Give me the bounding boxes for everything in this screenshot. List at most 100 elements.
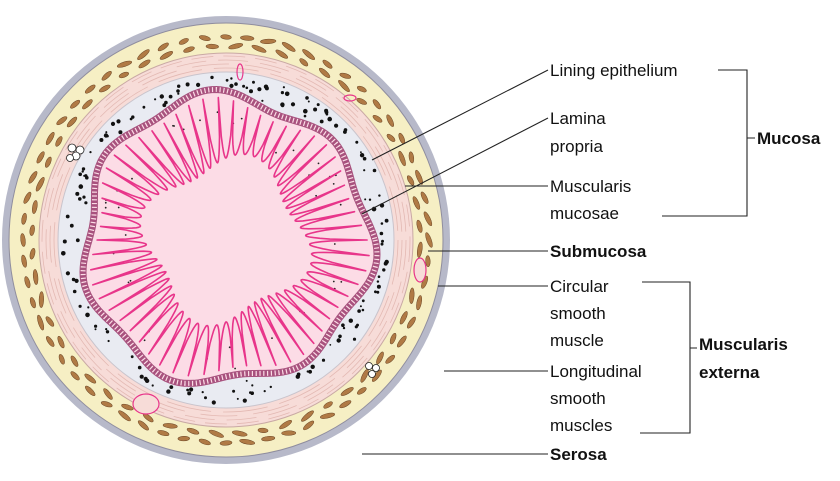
dot	[169, 385, 173, 389]
dot	[186, 389, 189, 392]
dot	[226, 79, 229, 82]
dot	[333, 281, 335, 283]
dot	[196, 83, 200, 87]
dot	[70, 224, 74, 228]
dot	[78, 197, 82, 201]
dot	[325, 110, 329, 114]
dot	[95, 328, 97, 330]
label-muscularis-mucosae-line2: mucosae	[550, 204, 619, 223]
blood-vessel	[414, 258, 426, 282]
mucosa-bracket	[662, 70, 755, 216]
dot	[82, 196, 85, 199]
dot	[172, 125, 174, 127]
dot	[340, 204, 342, 206]
label-lining-epithelium: Lining epithelium	[550, 61, 678, 80]
dot	[229, 84, 233, 88]
muscle-cell	[39, 292, 44, 308]
dot	[360, 153, 364, 157]
dot	[111, 122, 115, 126]
dot	[250, 391, 254, 395]
dot	[334, 243, 336, 245]
dot	[242, 85, 245, 88]
dot	[320, 120, 324, 124]
dot	[311, 365, 315, 369]
dot	[308, 101, 310, 103]
dot	[305, 96, 309, 100]
label-muscularis-externa-line1: Muscularis	[699, 335, 788, 354]
dot	[357, 309, 361, 313]
dot	[138, 366, 142, 370]
dot	[251, 384, 253, 386]
dot	[313, 108, 317, 112]
dot	[66, 271, 70, 275]
muscle-cell	[206, 44, 219, 49]
dot	[261, 100, 263, 102]
dot	[99, 138, 103, 142]
dot	[202, 391, 204, 393]
dot	[341, 323, 345, 327]
dot	[303, 109, 308, 114]
dot	[329, 344, 331, 346]
dot	[304, 115, 307, 118]
dot	[246, 380, 248, 382]
dot	[199, 119, 201, 121]
dot	[353, 338, 356, 341]
dot	[385, 219, 389, 223]
dot	[381, 243, 384, 246]
dot	[343, 327, 345, 329]
muscle-cell	[282, 431, 296, 436]
dot	[283, 86, 285, 88]
dot	[140, 375, 144, 379]
dot	[118, 207, 120, 209]
dot	[105, 328, 107, 330]
label-longitudinal-muscle-line3: muscles	[550, 416, 612, 435]
dot	[176, 89, 180, 93]
dot	[78, 173, 82, 177]
dot	[380, 232, 384, 236]
label-serosa: Serosa	[550, 445, 607, 464]
dot	[333, 183, 335, 185]
dot	[271, 337, 273, 339]
dot	[293, 150, 295, 152]
label-lamina-propria-line1: Lamina	[550, 109, 606, 128]
label-muscularis-mucosae-line1: Muscularis	[550, 177, 631, 196]
dot	[297, 373, 301, 377]
dot	[105, 131, 107, 133]
dot	[143, 106, 146, 109]
dot	[363, 157, 367, 161]
label-lamina-propria-line2: propria	[550, 137, 603, 156]
dot	[83, 175, 85, 177]
dot	[85, 176, 89, 180]
dot	[363, 169, 365, 171]
dot	[234, 368, 236, 370]
dot	[252, 81, 255, 84]
dot	[82, 170, 84, 172]
dot	[73, 290, 77, 294]
dot	[177, 93, 179, 95]
dot	[249, 89, 253, 93]
dot	[212, 400, 216, 404]
dot	[187, 391, 191, 395]
dot	[285, 92, 290, 97]
dot	[378, 194, 380, 196]
dot	[230, 77, 232, 79]
dot	[61, 251, 66, 256]
label-muscularis-externa-line2: externa	[699, 363, 760, 382]
muscle-cell	[178, 436, 190, 441]
label-longitudinal-muscle-line2: smooth	[550, 389, 606, 408]
dot	[210, 76, 213, 79]
dot	[131, 178, 133, 180]
dot	[204, 396, 207, 399]
dot	[281, 104, 284, 107]
dot	[374, 290, 377, 293]
label-circular-muscle-line1: Circular	[550, 277, 609, 296]
dot	[130, 118, 133, 121]
dot	[360, 305, 362, 307]
dot	[243, 399, 247, 403]
dot	[377, 285, 381, 289]
dot	[275, 152, 277, 154]
dot	[79, 184, 84, 189]
dot	[177, 85, 180, 88]
dot	[334, 124, 338, 128]
